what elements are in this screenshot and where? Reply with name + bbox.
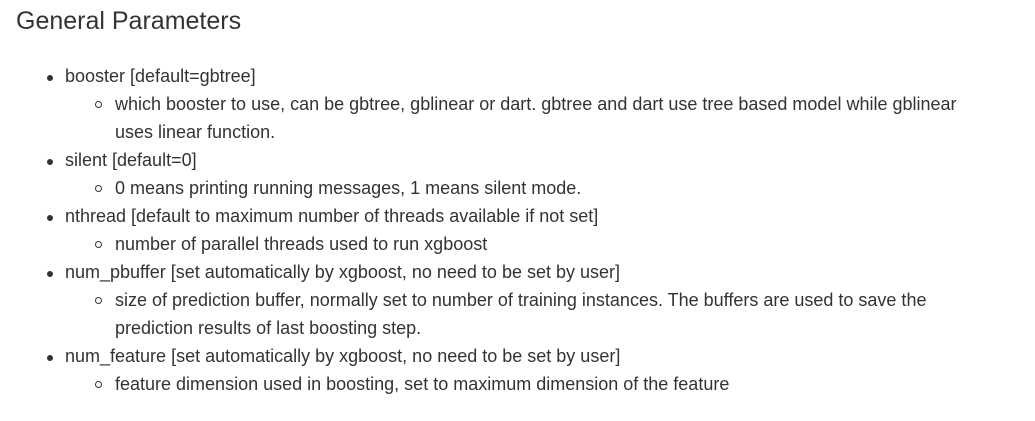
parameter-item-booster: booster [default=gbtree] which booster t… [16,62,1035,146]
parameter-item-num-feature: num_feature [set automatically by xgboos… [16,342,1035,398]
parameter-description: size of prediction buffer, normally set … [65,286,1035,342]
parameter-description-list: which booster to use, can be gbtree, gbl… [65,90,1035,146]
parameter-description: feature dimension used in boosting, set … [65,370,1035,398]
parameter-description: which booster to use, can be gbtree, gbl… [65,90,1035,146]
section-title: General Parameters [16,7,242,35]
parameter-label: num_feature [set automatically by xgboos… [65,346,621,366]
parameter-description: 0 means printing running messages, 1 mea… [65,174,1035,202]
parameter-label: booster [default=gbtree] [65,66,256,86]
parameter-description-list: feature dimension used in boosting, set … [65,370,1035,398]
parameter-description-list: 0 means printing running messages, 1 mea… [65,174,1035,202]
parameter-description-list: number of parallel threads used to run x… [65,230,1035,258]
parameter-item-num-pbuffer: num_pbuffer [set automatically by xgboos… [16,258,1035,342]
parameter-item-nthread: nthread [default to maximum number of th… [16,202,1035,258]
parameter-description: number of parallel threads used to run x… [65,230,1035,258]
parameter-description-list: size of prediction buffer, normally set … [65,286,1035,342]
parameter-label: silent [default=0] [65,150,197,170]
parameter-item-silent: silent [default=0] 0 means printing runn… [16,146,1035,202]
parameter-label: nthread [default to maximum number of th… [65,206,599,226]
parameter-list: booster [default=gbtree] which booster t… [16,62,1035,398]
parameter-label: num_pbuffer [set automatically by xgboos… [65,262,621,282]
